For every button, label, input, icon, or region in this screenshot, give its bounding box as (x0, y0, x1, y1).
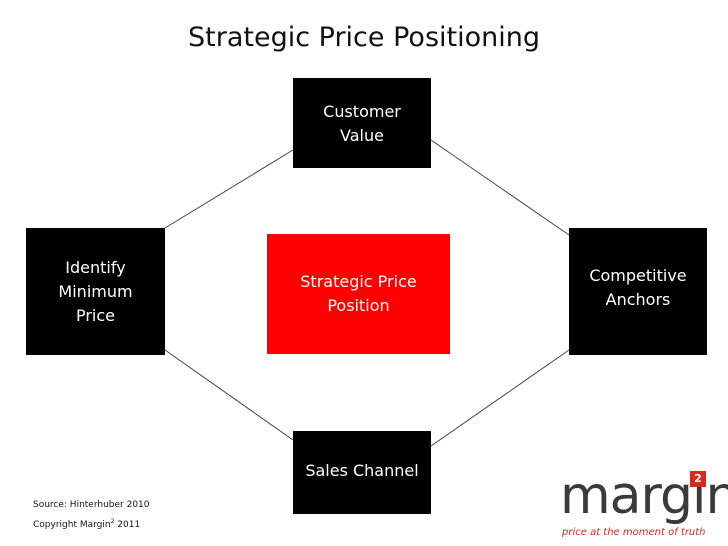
node-strategic-price-position-label: Strategic Price Position (300, 272, 417, 315)
node-identify-minimum-price-label: Identify Minimum Price (58, 258, 133, 325)
node-customer-value: Customer Value (293, 78, 431, 168)
node-competitive-anchors: Competitive Anchors (569, 228, 707, 355)
node-customer-value-label: Customer Value (323, 102, 401, 145)
connector-right-bottom (430, 349, 570, 447)
node-sales-channel: Sales Channel (293, 431, 431, 514)
node-identify-minimum-price: Identify Minimum Price (26, 228, 165, 355)
copyright-prefix: Copyright Margin (33, 520, 111, 530)
logo-tagline: price at the moment of truth (562, 527, 706, 538)
connector-top-right (430, 139, 570, 236)
page-title: Strategic Price Positioning (188, 22, 540, 53)
source-note: Source: Hinterhuber 2010 (33, 500, 150, 510)
node-strategic-price-position: Strategic Price Position (267, 234, 450, 354)
node-competitive-anchors-label: Competitive Anchors (589, 266, 687, 309)
copyright-note: Copyright Margin2 2011 (33, 518, 140, 530)
connector-top-left (164, 149, 294, 229)
copyright-superscript: 2 (110, 518, 115, 525)
connector-left-bottom (164, 349, 294, 441)
node-sales-channel-label: Sales Channel (305, 461, 419, 480)
margin-logo-badge: 2 (690, 471, 706, 487)
copyright-year: 2011 (114, 520, 141, 530)
